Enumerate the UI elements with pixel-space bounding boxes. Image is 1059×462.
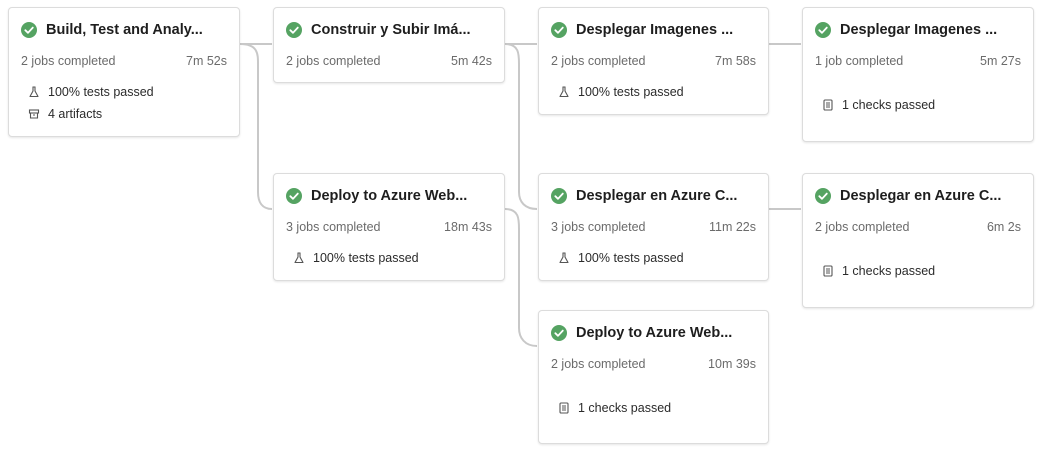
stage-card[interactable]: Desplegar Imagenes ... 2 jobs completed 7m…: [538, 7, 769, 115]
stage-detail: 100% tests passed: [558, 85, 756, 99]
stage-meta: 2 jobs completed 7m 58s: [551, 54, 756, 68]
stage-header: Desplegar en Azure C...: [551, 186, 756, 206]
stage-detail: 100% tests passed: [293, 251, 492, 265]
stage-card[interactable]: Desplegar Imagenes ... 1 job completed 5m …: [802, 7, 1034, 142]
jobs-completed: 1 job completed: [815, 54, 904, 68]
stage-card[interactable]: Desplegar en Azure C... 3 jobs completed 1…: [538, 173, 769, 281]
jobs-completed: 3 jobs completed: [286, 220, 381, 234]
jobs-completed: 2 jobs completed: [286, 54, 381, 68]
stage-duration: 5m 27s: [980, 54, 1021, 68]
success-check-icon: [815, 22, 831, 38]
stage-duration: 18m 43s: [444, 220, 492, 234]
success-check-icon: [551, 188, 567, 204]
stage-meta: 2 jobs completed 7m 52s: [21, 54, 227, 68]
jobs-completed: 3 jobs completed: [551, 220, 646, 234]
stage-detail: 1 checks passed: [822, 264, 1021, 278]
stage-card[interactable]: Construir y Subir Imá... 2 jobs completed…: [273, 7, 505, 83]
stage-header: Deploy to Azure Web...: [286, 186, 492, 206]
connector: [239, 43, 273, 210]
success-check-icon: [815, 188, 831, 204]
checklist-icon: [558, 402, 570, 414]
stage-title: Deploy to Azure Web...: [311, 188, 468, 204]
stage-header: Deploy to Azure Web...: [551, 323, 756, 343]
stage-detail: 100% tests passed: [28, 85, 227, 99]
stage-card[interactable]: Build, Test and Analy... 2 jobs completed…: [8, 7, 240, 137]
success-check-icon: [551, 325, 567, 341]
stage-meta: 3 jobs completed 11m 22s: [551, 220, 756, 234]
stage-duration: 6m 2s: [986, 220, 1021, 234]
stage-detail: 100% tests passed: [558, 251, 756, 265]
success-check-icon: [21, 22, 37, 38]
stage-duration: 5m 42s: [451, 54, 492, 68]
stage-title: Deploy to Azure Web...: [576, 325, 733, 341]
stage-duration: 7m 52s: [186, 54, 227, 68]
connector: [504, 208, 538, 347]
connector: [504, 43, 538, 210]
detail-text: 4 artifacts: [48, 107, 103, 121]
stage-header: Build, Test and Analy...: [21, 20, 227, 40]
stage-header: Desplegar en Azure C...: [815, 186, 1021, 206]
stage-header: Construir y Subir Imá...: [286, 20, 492, 40]
detail-text: 100% tests passed: [313, 251, 419, 265]
detail-text: 1 checks passed: [578, 401, 672, 415]
stage-title: Desplegar en Azure C...: [576, 188, 738, 204]
stage-detail: 1 checks passed: [822, 98, 1021, 112]
stage-title: Desplegar Imagenes ...: [576, 22, 734, 38]
stage-duration: 10m 39s: [708, 357, 756, 371]
jobs-completed: 2 jobs completed: [551, 357, 646, 371]
stage-meta: 3 jobs completed 18m 43s: [286, 220, 492, 234]
checklist-icon: [822, 265, 834, 277]
artifact-icon: [28, 108, 40, 120]
flask-icon: [558, 252, 570, 264]
stage-header: Desplegar Imagenes ...: [551, 20, 756, 40]
stage-title: Desplegar en Azure C...: [840, 188, 1002, 204]
stage-detail: 4 artifacts: [28, 107, 227, 121]
stage-card[interactable]: Deploy to Azure Web... 2 jobs completed 10…: [538, 310, 769, 444]
stage-meta: 2 jobs completed 6m 2s: [815, 220, 1021, 234]
detail-text: 100% tests passed: [578, 85, 684, 99]
flask-icon: [28, 86, 40, 98]
success-check-icon: [551, 22, 567, 38]
jobs-completed: 2 jobs completed: [815, 220, 910, 234]
detail-text: 1 checks passed: [842, 98, 936, 112]
success-check-icon: [286, 188, 302, 204]
checklist-icon: [822, 99, 834, 111]
stage-card[interactable]: Deploy to Azure Web... 3 jobs completed 18…: [273, 173, 505, 281]
stage-header: Desplegar Imagenes ...: [815, 20, 1021, 40]
stage-duration: 7m 58s: [715, 54, 756, 68]
stage-card[interactable]: Desplegar en Azure C... 2 jobs completed 6…: [802, 173, 1034, 308]
jobs-completed: 2 jobs completed: [21, 54, 116, 68]
stage-title: Construir y Subir Imá...: [311, 22, 471, 38]
stage-meta: 1 job completed 5m 27s: [815, 54, 1021, 68]
jobs-completed: 2 jobs completed: [551, 54, 646, 68]
detail-text: 1 checks passed: [842, 264, 936, 278]
detail-text: 100% tests passed: [48, 85, 154, 99]
detail-text: 100% tests passed: [578, 251, 684, 265]
stage-duration: 11m 22s: [708, 220, 756, 234]
flask-icon: [558, 86, 570, 98]
stage-detail: 1 checks passed: [558, 401, 756, 415]
stage-title: Desplegar Imagenes ...: [840, 22, 998, 38]
flask-icon: [293, 252, 305, 264]
stage-meta: 2 jobs completed 5m 42s: [286, 54, 492, 68]
stage-meta: 2 jobs completed 10m 39s: [551, 357, 756, 371]
stage-title: Build, Test and Analy...: [46, 22, 203, 38]
success-check-icon: [286, 22, 302, 38]
